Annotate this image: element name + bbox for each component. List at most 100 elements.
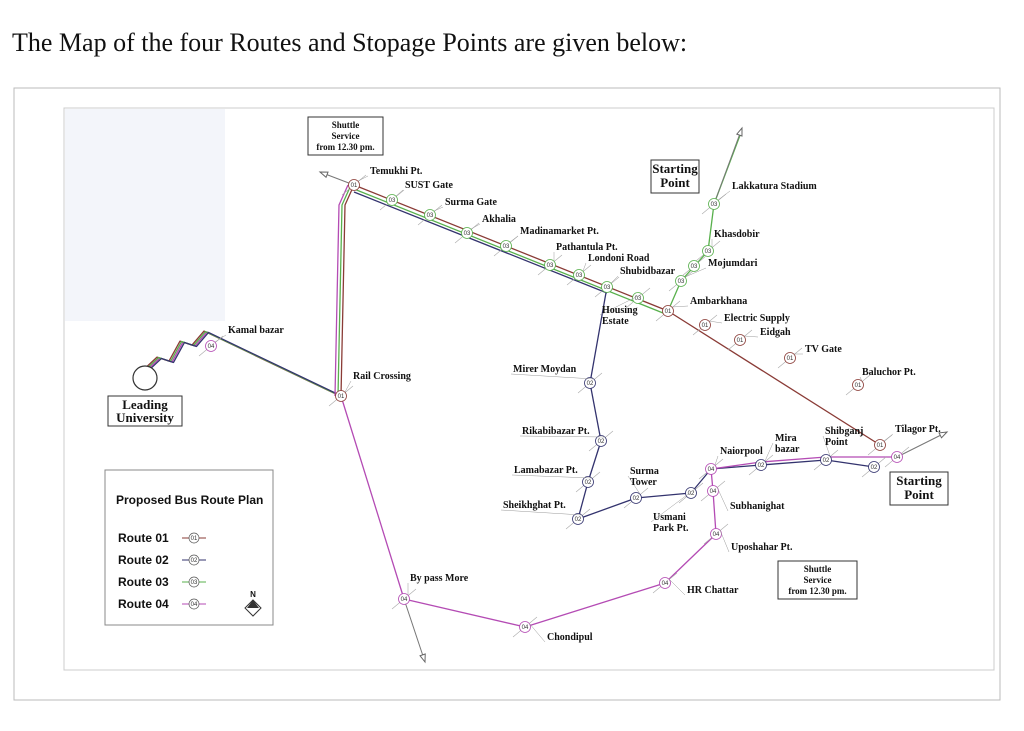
route-02-line-main xyxy=(353,191,608,294)
stop-shubidbazar-label-line: Shubidbazar xyxy=(620,266,676,277)
shuttle-service-label-line: Shuttle xyxy=(332,120,360,130)
stop-extra-marker: 02 xyxy=(861,456,887,478)
leading-university-label-line: University xyxy=(116,410,174,425)
shuttle-service-label-line: from 12.30 pm. xyxy=(316,142,374,152)
stop-kamal-bazar-marker-circle xyxy=(205,340,217,352)
stop-sheikhghat-pt-marker: 02 xyxy=(565,508,591,530)
north-label: N xyxy=(250,590,256,599)
stop-mirer-moydan-label-line: Mirer Moydan xyxy=(513,364,577,375)
legend-route-01-code: 01 xyxy=(191,536,198,542)
stop-mojumdari-leader xyxy=(684,267,707,278)
stop-electric-supply-marker-code: 01 xyxy=(702,323,709,329)
stop-by-pass-more-marker-code: 04 xyxy=(401,597,408,603)
stop-extra-marker-circle xyxy=(688,260,700,272)
stop-sust-gate-leader xyxy=(395,189,404,197)
stop-surma-gate-marker: 03 xyxy=(417,204,443,226)
legend-route-02-marker xyxy=(188,554,200,566)
starting-point-label-line: Starting xyxy=(652,161,698,176)
arrow-north-icon xyxy=(735,126,743,137)
stop-surma-tower-label-line: Tower xyxy=(630,477,657,488)
stop-housing-estate-marker: 03 xyxy=(625,287,651,309)
stop-rail-crossing-marker-circle xyxy=(335,390,347,402)
stop-electric-supply-leader xyxy=(708,320,723,324)
route-03-line-kamal xyxy=(143,330,340,397)
stop-chondipul-marker-circle xyxy=(519,621,531,633)
route-01-line-rail xyxy=(340,184,355,397)
stop-usmani-park-pt-leader xyxy=(650,488,696,523)
legend-route-02-code: 02 xyxy=(191,558,198,564)
shuttle-service-box xyxy=(777,560,858,600)
stop-rail-crossing-label: Rail Crossing xyxy=(353,371,411,382)
stop-electric-supply-marker: 01 xyxy=(692,314,718,336)
stop-madinamarket-pt-label: Madinamarket Pt. xyxy=(520,226,599,237)
stop-londoni-road-label-line: Londoni Road xyxy=(588,253,650,264)
stop-baluchor-pt-label-line: Baluchor Pt. xyxy=(862,367,916,378)
stop-eidgah-marker-code: 01 xyxy=(737,338,744,344)
stop-hr-chattar-label: HR Chattar xyxy=(687,585,739,596)
stop-shibganj-point-label-line: Point xyxy=(825,437,848,448)
stop-temukhi-pt-marker-circle xyxy=(348,179,360,191)
stop-lamabazar-pt-label: Lamabazar Pt. xyxy=(514,465,578,476)
stop-lamabazar-pt-marker: 02 xyxy=(575,471,601,493)
stop-eidgah-marker: 01 xyxy=(727,329,753,351)
stop-londoni-road-label: Londoni Road xyxy=(588,253,650,264)
stop-lamabazar-pt-marker-code: 02 xyxy=(585,480,592,486)
stop-surma-tower-marker-code: 02 xyxy=(633,496,640,502)
stop-akhalia-label-line: Akhalia xyxy=(482,214,516,225)
stop-ambarkhana-label-line: Ambarkhana xyxy=(690,296,747,307)
stop-lakkatura-stadium-leader xyxy=(717,190,731,201)
stop-uposhahar-pt-leader xyxy=(719,529,730,553)
stop-extra-marker: 04 xyxy=(884,446,910,468)
stop-extra-marker-code: 02 xyxy=(871,465,878,471)
stop-khasdobir-marker-circle xyxy=(702,245,714,257)
stop-electric-supply-label: Electric Supply xyxy=(724,313,790,324)
stop-rikabibazar-pt-label: Rikabibazar Pt. xyxy=(522,426,590,437)
stop-mirer-moydan-leader xyxy=(510,373,595,380)
stop-kamal-bazar-marker-code: 04 xyxy=(208,344,215,350)
stop-hr-chattar-label-line: HR Chattar xyxy=(687,585,739,596)
stop-eidgah-label-line: Eidgah xyxy=(760,327,791,338)
starting-point-label-line: Starting xyxy=(896,473,942,488)
stop-sheikhghat-pt-label-line: Sheikhghat Pt. xyxy=(503,500,566,511)
stop-madinamarket-pt-leader xyxy=(509,235,519,243)
stop-hr-chattar-marker-code: 04 xyxy=(662,581,669,587)
stop-ambarkhana-marker-code: 01 xyxy=(665,309,672,315)
legend-route-03-marker xyxy=(188,576,200,588)
stop-ambarkhana-leader xyxy=(671,305,689,308)
stop-mira-bazar-marker: 02 xyxy=(748,454,774,476)
stop-shubidbazar-marker-code: 03 xyxy=(604,285,611,291)
route-04-line-south xyxy=(340,395,897,628)
stop-akhalia-marker-circle xyxy=(461,227,473,239)
arrow-east-icon xyxy=(938,431,949,439)
route-02-line-kamal xyxy=(146,331,343,398)
stop-londoni-road-marker: 03 xyxy=(566,264,592,286)
map-shaded-area xyxy=(65,109,225,321)
stop-eidgah-leader xyxy=(743,335,759,338)
stop-rail-crossing-leader xyxy=(344,380,352,393)
stop-pathantula-pt-marker: 03 xyxy=(537,254,563,276)
stop-temukhi-pt-marker-code: 01 xyxy=(351,183,358,189)
stop-surma-tower-leader xyxy=(627,475,641,495)
arrow-east-icon-shaft xyxy=(896,431,948,458)
stop-surma-tower-marker-circle xyxy=(630,492,642,504)
stop-extra-marker-circle xyxy=(868,461,880,473)
starting-point-label-line: Point xyxy=(660,175,690,190)
stop-usmani-park-pt-label-line: Usmani xyxy=(653,512,686,523)
stop-by-pass-more-label-line: By pass More xyxy=(410,573,469,584)
stop-naiorpool-leader xyxy=(714,455,719,466)
stop-sust-gate-label-line: SUST Gate xyxy=(405,180,453,191)
stop-rail-crossing-marker-code: 01 xyxy=(338,394,345,400)
stop-electric-supply-marker-circle xyxy=(699,319,711,331)
stop-tv-gate-marker-circle xyxy=(784,352,796,364)
stop-temukhi-pt-label: Temukhi Pt. xyxy=(370,166,423,177)
stop-lakkatura-stadium-label-line: Lakkatura Stadium xyxy=(732,181,817,192)
stop-extra-marker-code: 03 xyxy=(691,264,698,270)
stop-uposhahar-pt-marker-code: 04 xyxy=(713,532,720,538)
stop-pathantula-pt-label: Pathantula Pt. xyxy=(556,242,618,253)
